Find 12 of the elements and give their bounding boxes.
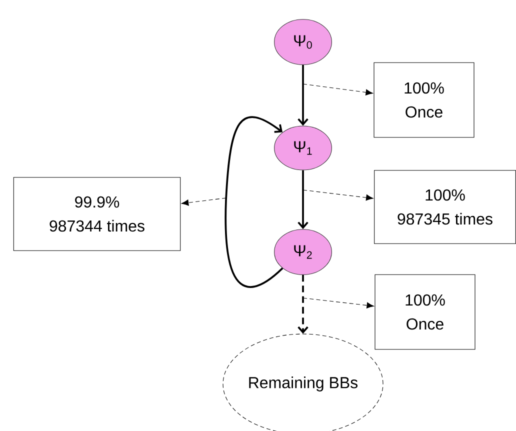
text-box: 100% Once: [374, 62, 474, 138]
leader-arrow: [181, 198, 226, 206]
arrow: [298, 64, 308, 126]
arrow: [224, 116, 284, 288]
arrow: [298, 170, 308, 230]
arrow: [298, 274, 308, 334]
text-box: 100% 987345 times: [374, 170, 516, 244]
text-box: 100% Once: [374, 274, 476, 350]
leader-arrow: [302, 84, 374, 96]
leader-arrow: [302, 190, 374, 201]
text-box: 99.9% 987344 times: [13, 177, 181, 251]
leader-arrow: [302, 298, 374, 308]
